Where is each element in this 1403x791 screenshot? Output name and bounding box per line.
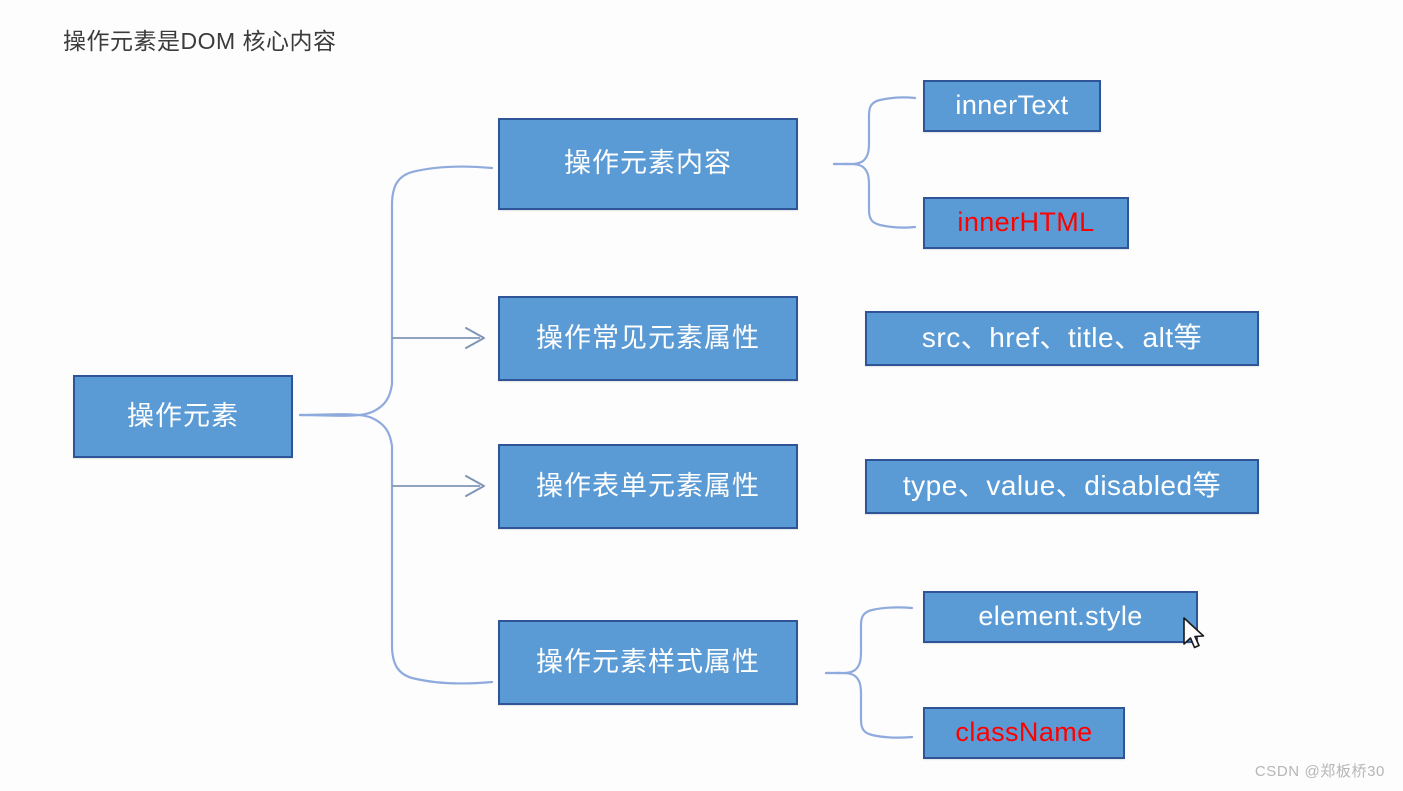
node-label: type、value、disabled等 <box>902 470 1222 502</box>
node-label: 操作元素 <box>127 400 239 431</box>
node-label: 操作元素样式属性 <box>536 646 760 677</box>
node-element-style[interactable]: element.style <box>923 591 1198 643</box>
node-operate-common-attributes[interactable]: 操作常见元素属性 <box>498 296 798 381</box>
arrow-head-form-attr <box>465 475 485 497</box>
style-brace-connector-lower <box>824 671 914 739</box>
node-common-attribute-list[interactable]: src、href、title、alt等 <box>865 311 1259 366</box>
page-title: 操作元素是DOM 核心内容 <box>63 28 337 54</box>
node-label: 操作表单元素属性 <box>536 470 760 501</box>
node-operate-form-attributes[interactable]: 操作表单元素属性 <box>498 444 798 529</box>
node-label: innerHTML <box>957 207 1095 238</box>
mouse-cursor-icon <box>1183 617 1205 649</box>
node-innertext[interactable]: innerText <box>923 80 1101 132</box>
style-brace-connector <box>824 606 914 675</box>
main-brace-connector <box>298 165 494 417</box>
node-root-operate-element[interactable]: 操作元素 <box>73 375 293 458</box>
node-label: className <box>955 717 1093 748</box>
node-label: 操作常见元素属性 <box>536 322 760 353</box>
node-operate-style-attributes[interactable]: 操作元素样式属性 <box>498 620 798 705</box>
arrow-head-common-attr <box>465 327 485 349</box>
node-label: 操作元素内容 <box>564 148 732 179</box>
content-brace-connector-lower <box>832 162 917 229</box>
node-label: src、href、title、alt等 <box>921 322 1203 354</box>
node-classname[interactable]: className <box>923 707 1125 759</box>
node-label: innerText <box>955 90 1069 121</box>
node-label: element.style <box>978 601 1143 632</box>
node-form-attribute-list[interactable]: type、value、disabled等 <box>865 459 1259 514</box>
node-innerhtml[interactable]: innerHTML <box>923 197 1129 249</box>
node-operate-element-content[interactable]: 操作元素内容 <box>498 118 798 210</box>
csdn-watermark: CSDN @郑板桥30 <box>1254 763 1385 780</box>
content-brace-connector <box>832 96 917 166</box>
main-brace-connector-lower <box>298 413 494 685</box>
